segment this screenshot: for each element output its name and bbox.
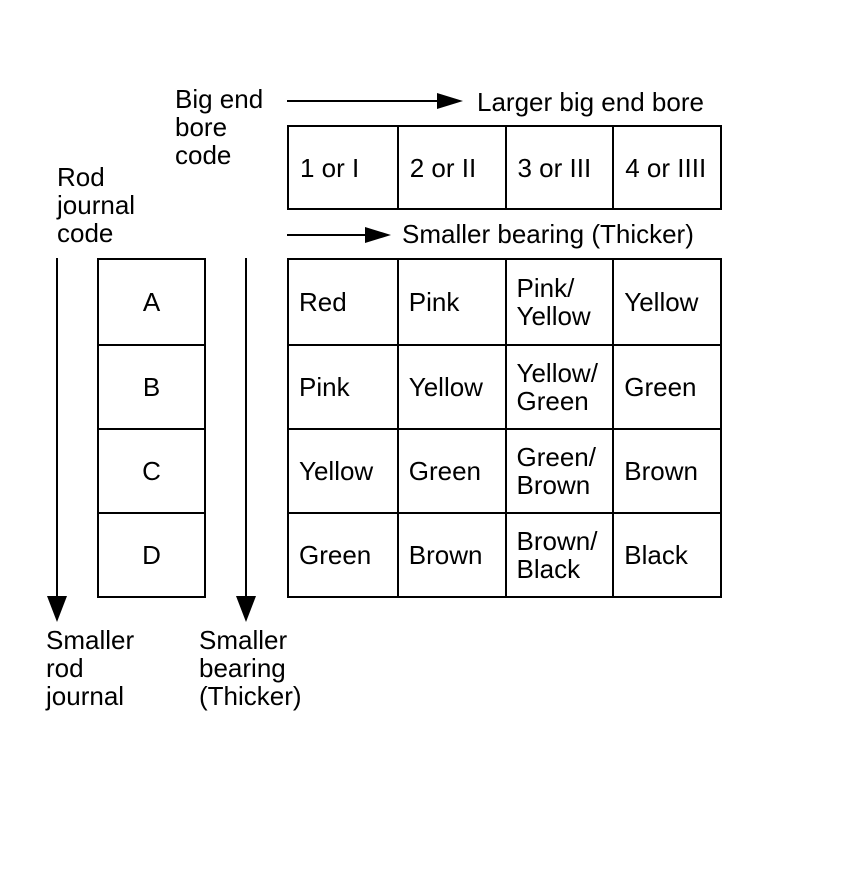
- rod-journal-code-label: Rod journal code: [57, 162, 136, 248]
- bearing-cell-d1: Green: [289, 512, 397, 596]
- rod-code-cell-b: B: [99, 344, 204, 428]
- larger-bore-right-arrow-icon: [287, 93, 463, 109]
- bearing-color-matrix-table: Red Pink Pink/ Yellow Yellow Pink Yellow…: [287, 258, 722, 598]
- bore-code-cell-2: 2 or II: [396, 127, 505, 208]
- bearing-cell-a3: Pink/ Yellow: [504, 260, 613, 344]
- arrow-head: [365, 227, 391, 243]
- bore-code-header-table: 1 or I 2 or II 3 or III 4 or IIII: [287, 125, 722, 210]
- bearing-cell-c1: Yellow: [289, 428, 397, 512]
- bearing-cell-c4: Brown: [612, 428, 720, 512]
- bearing-cell-a1: Red: [299, 287, 347, 317]
- bearing-cell-b2: Yellow: [396, 344, 505, 428]
- arrow-shaft: [287, 234, 367, 236]
- arrow-head: [47, 596, 67, 622]
- rod-code-cell-c: C: [99, 428, 204, 512]
- bearing-cell-d3: Brown/ Black: [504, 512, 613, 596]
- smaller-bearing-arrow-label: Smaller bearing (Thicker): [402, 219, 694, 249]
- bore-code-cell-4: 4 or IIII: [612, 127, 720, 208]
- bearing-cell-a4: Yellow: [612, 260, 720, 344]
- bearing-cell-a2: Pink: [396, 260, 505, 344]
- bearing-cell-b3: Yellow/ Green: [504, 344, 613, 428]
- smaller-bearing-right-arrow-icon: [287, 227, 391, 243]
- arrow-shaft: [56, 258, 58, 600]
- bearing-cell-d2: Brown: [396, 512, 505, 596]
- bearing-cell-b4: Green: [612, 344, 720, 428]
- bearing-cell-c3: Green/ Brown: [504, 428, 613, 512]
- smaller-rod-journal-down-arrow-icon: [47, 258, 67, 622]
- arrow-head: [437, 93, 463, 109]
- smaller-bearing-down-arrow-icon: [236, 258, 256, 622]
- bearing-cell-b1: Pink: [289, 344, 397, 428]
- rod-code-cell-a: A: [142, 287, 161, 317]
- larger-big-end-bore-label: Larger big end bore: [477, 87, 704, 117]
- bore-code-cell-3: 3 or III: [504, 127, 613, 208]
- rod-code-cell-d: D: [99, 512, 204, 596]
- bearing-cell-c2: Green: [396, 428, 505, 512]
- smaller-bearing-thicker-label: Smaller bearing (Thicker): [199, 625, 302, 711]
- big-end-bore-code-label: Big end bore code: [175, 84, 264, 170]
- arrow-head: [236, 596, 256, 622]
- smaller-rod-journal-label: Smaller rod journal: [46, 625, 135, 711]
- arrow-shaft: [245, 258, 247, 600]
- bore-code-cell-1: 1 or I: [300, 152, 360, 183]
- bearing-cell-d4: Black: [612, 512, 720, 596]
- rod-journal-code-table: A B C D: [97, 258, 206, 598]
- arrow-shaft: [287, 100, 439, 102]
